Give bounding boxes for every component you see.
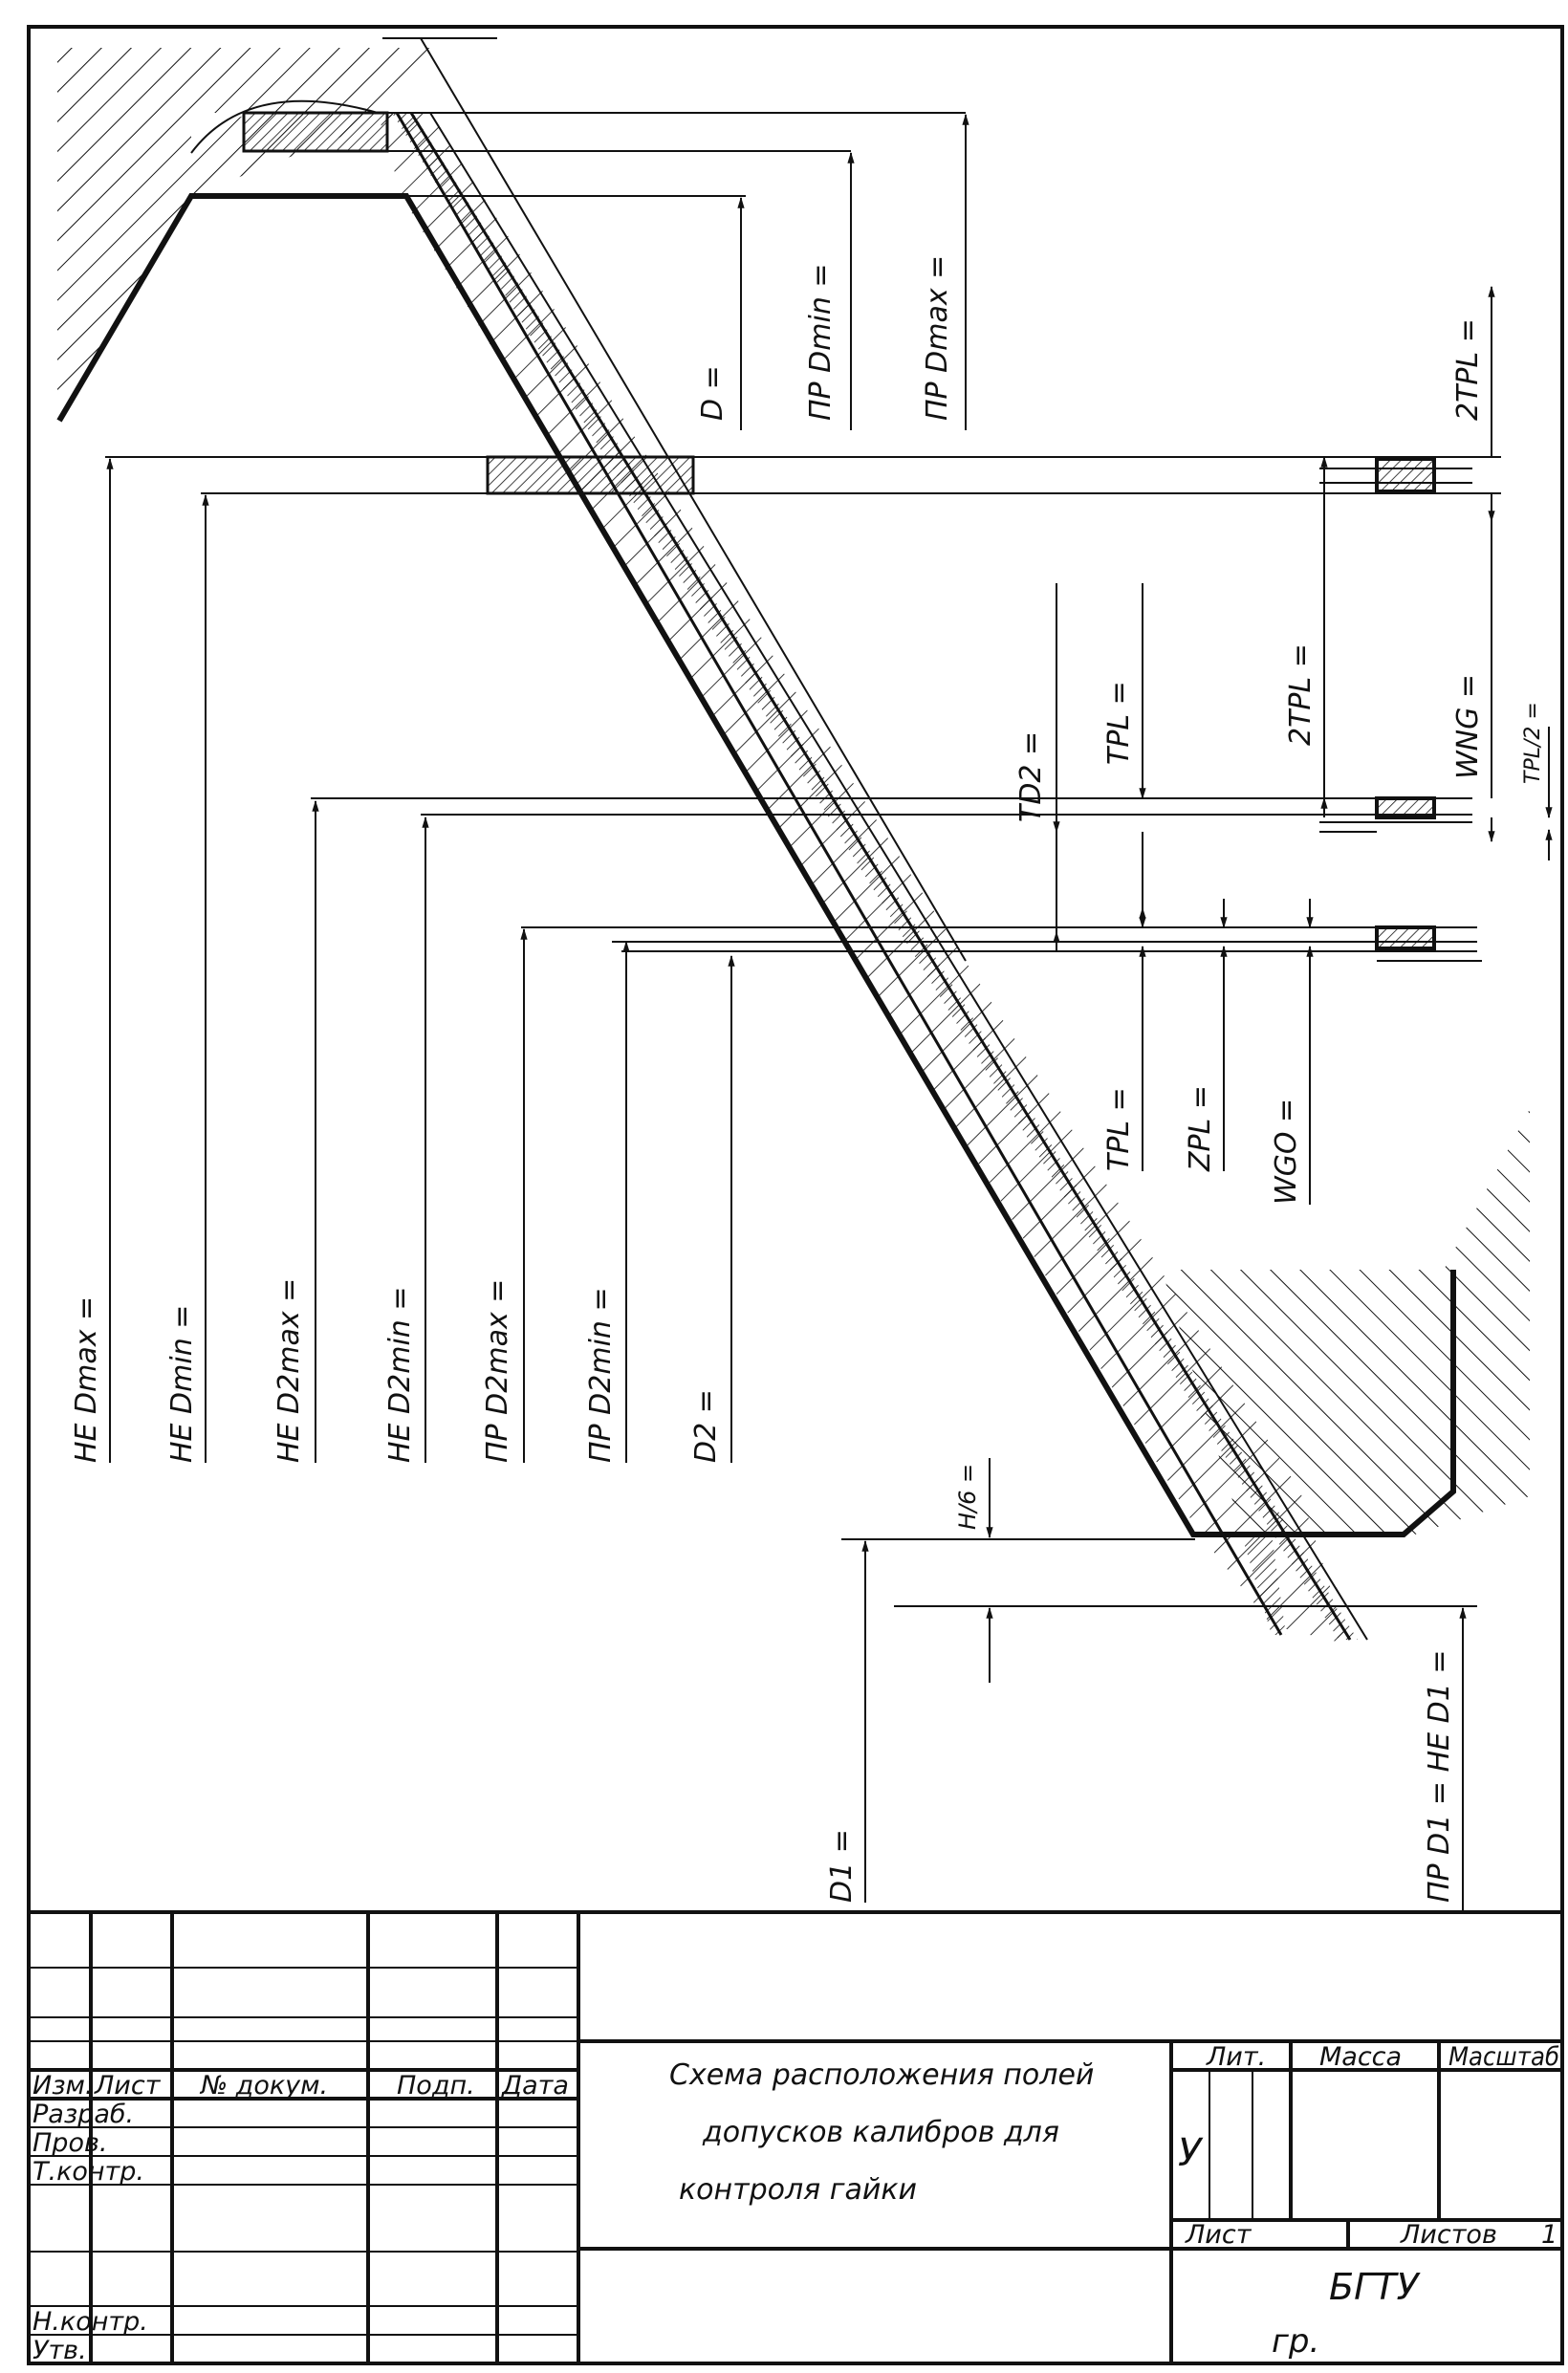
label-D2: D2 = xyxy=(689,1389,723,1463)
sheet-frame xyxy=(27,25,1564,2365)
group-label: гр. xyxy=(1272,2322,1319,2361)
label-WGO: WGO = xyxy=(1270,1099,1303,1205)
label-D: D = xyxy=(696,365,730,421)
flank-outer-diag xyxy=(420,37,967,962)
hdr-izm: Изм. xyxy=(33,2071,94,2101)
flank-line-3 xyxy=(429,112,1368,1641)
title-line-2: допусков калибров для xyxy=(702,2116,1059,2149)
nut-material-top xyxy=(57,48,430,425)
label-TPL-lower: TPL = xyxy=(1102,1087,1136,1171)
org-name: БГТУ xyxy=(1329,2266,1421,2308)
label-H6: H/6 = xyxy=(954,1464,981,1530)
sheets-label: Листов xyxy=(1400,2220,1497,2250)
flank-line-1 xyxy=(395,112,1283,1636)
role-prov: Пров. xyxy=(33,2128,107,2158)
label-D1: D1 = xyxy=(825,1829,859,1903)
gauge-block-mid xyxy=(486,455,695,495)
hdr-doc-no: № докум. xyxy=(199,2071,328,2101)
masshtab-header: Масштаб xyxy=(1448,2042,1559,2072)
label-NE-D2max: НЕ D2max = xyxy=(272,1278,306,1463)
role-tkontr: Т.контр. xyxy=(33,2157,144,2187)
thread-profile xyxy=(56,37,1530,1644)
label-2TPL-mid: 2TPL = xyxy=(1284,643,1318,746)
dimension-lines xyxy=(105,112,1553,1912)
title-block-text: Изм. Лист № докум. Подп. Дата Разраб. Пр… xyxy=(33,2042,1559,2365)
role-nkontr: Н.контр. xyxy=(33,2307,148,2337)
lit-value: У xyxy=(1178,2131,1204,2175)
nut-profile-line xyxy=(56,193,1456,1537)
gauge-strip-2 xyxy=(1243,1535,1286,1635)
hdr-list: Лист xyxy=(94,2071,162,2101)
gauge-block-r1 xyxy=(1375,457,1436,493)
label-TD2: TD2 = xyxy=(1014,731,1048,822)
label-NE-Dmin: НЕ Dmin = xyxy=(165,1305,199,1463)
label-2TPL-top: 2TPL = xyxy=(1451,318,1485,421)
gauge-block-top xyxy=(242,111,389,153)
sheets-value: 1 xyxy=(1541,2220,1557,2250)
title-line-1: Схема расположения полей xyxy=(669,2058,1094,2092)
role-razrab: Разраб. xyxy=(33,2100,134,2129)
hdr-podp: Подп. xyxy=(397,2071,475,2101)
role-utv: Утв. xyxy=(33,2336,87,2365)
nut-top-arc xyxy=(190,99,379,154)
label-PR-Dmax: ПР Dmax = xyxy=(921,255,954,421)
label-NE-Dmax: НЕ Dmax = xyxy=(70,1296,103,1463)
sheet-label: Лист xyxy=(1185,2220,1252,2250)
label-ZPL: ZPL = xyxy=(1184,1085,1217,1172)
label-TPL-upper: TPL = xyxy=(1102,681,1136,765)
gauge-block-r3 xyxy=(1375,925,1436,950)
label-TPL-half: TPL/2 = xyxy=(1521,702,1545,784)
label-WNG: WNG = xyxy=(1451,674,1485,779)
massa-header: Масса xyxy=(1319,2042,1402,2072)
title-line-3: контроля гайки xyxy=(679,2173,917,2207)
dimension-labels: D = ПР Dmin = ПР Dmax = 2TPL = НЕ Dmax =… xyxy=(70,255,1545,1903)
title-block xyxy=(29,1910,1562,2363)
label-PR-D1-NE-D1: ПР D1 = НЕ D1 = xyxy=(1423,1650,1456,1904)
label-NE-D2min: НЕ D2min = xyxy=(383,1287,417,1463)
hdr-data: Дата xyxy=(501,2071,569,2101)
lit-header: Лит. xyxy=(1206,2042,1266,2072)
label-PR-D2min: ПР D2min = xyxy=(584,1287,618,1463)
label-PR-Dmin: ПР Dmin = xyxy=(804,263,838,421)
label-PR-D2max: ПР D2max = xyxy=(481,1279,514,1463)
gauge-strip xyxy=(392,113,1358,1640)
